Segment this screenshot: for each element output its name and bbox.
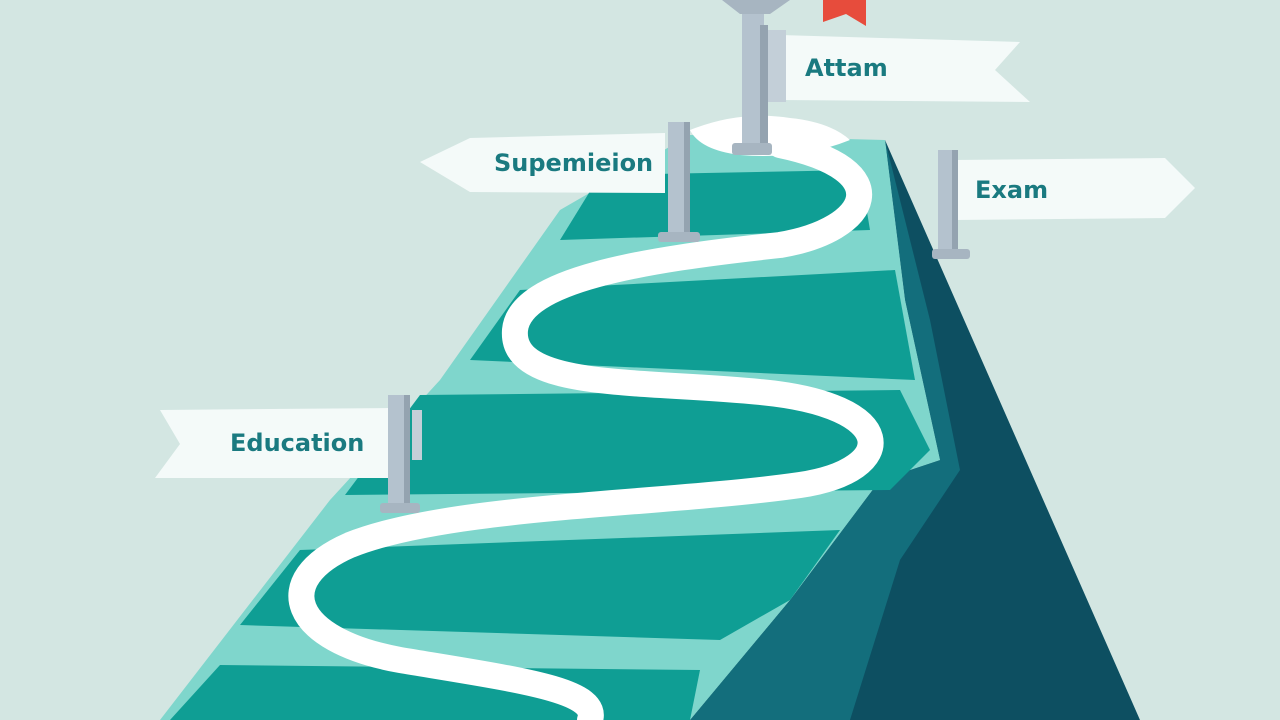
sign-attam-post [742,0,764,150]
sign-exam-post-shadow [952,150,958,255]
sign-education-post-base [380,503,420,513]
sign-supemieion: Supemieion [420,122,700,242]
sign-exam-post-base [932,249,970,259]
sign-supemieion-post-base [658,232,700,242]
sign-supemieion-board [420,133,665,193]
sign-attam-post-top [722,0,790,14]
sign-attam-post-shadow [760,25,768,150]
sign-attam: Attam [722,0,1030,155]
sign-attam-post-base [732,143,772,155]
sign-supemieion-label: Supemieion [494,149,653,177]
sign-supemieion-post-shadow [684,122,690,237]
sign-exam-label: Exam [975,176,1048,204]
cliff-face-dark [690,140,1140,720]
sign-education-board [155,408,390,478]
summit-flag-icon [823,0,866,26]
sign-attam-label: Attam [805,54,888,82]
sign-attam-board [780,35,1030,102]
sign-education-label: Education [230,429,364,457]
cliff-face-mid [690,140,960,720]
sign-exam: Exam [932,150,1195,259]
sign-education: Education [155,395,422,513]
sign-education-post-accent [412,410,422,460]
winding-trail [288,132,884,720]
sign-exam-board [955,158,1195,220]
sign-attam-post-right [768,30,786,102]
sign-education-post-shadow [404,395,410,510]
